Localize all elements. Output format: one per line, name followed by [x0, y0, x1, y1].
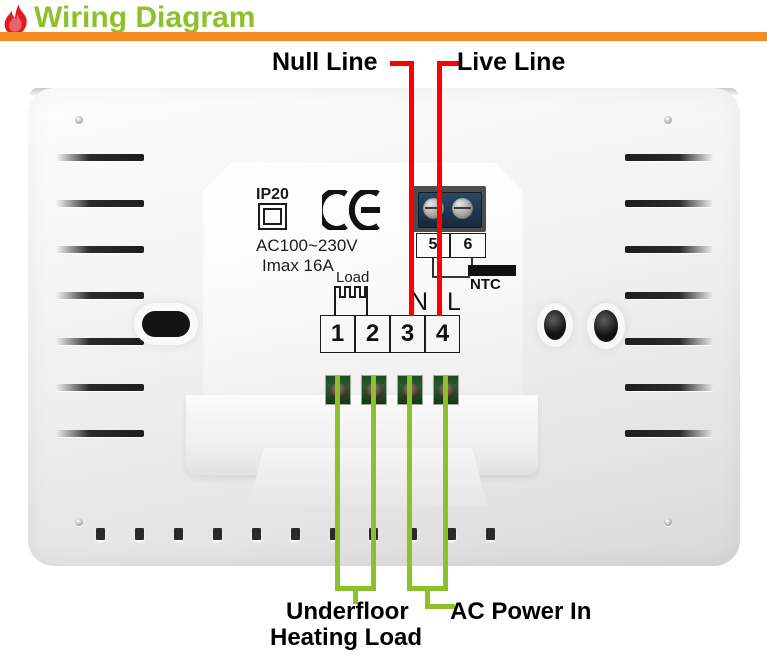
thermistor-icon	[468, 265, 516, 276]
null-line-callout-label: Null Line	[272, 48, 378, 76]
screw-hole-top-right	[664, 116, 672, 124]
load-bracket-leg-1	[335, 375, 340, 590]
vent-slot-right	[625, 200, 713, 207]
bottom-vent-hole	[252, 528, 261, 540]
mounting-hole-right-outer	[594, 310, 618, 342]
live-line-wire-vertical	[437, 61, 442, 316]
underfloor-callout-line2: Heating Load	[270, 624, 423, 651]
terminal-2: 2	[355, 315, 390, 353]
page-title: Wiring Diagram	[34, 1, 256, 34]
neutral-label: N	[410, 288, 429, 316]
terminal-1: 1	[320, 315, 355, 353]
load-bracket-stem	[353, 586, 358, 604]
ntc-label: NTC	[470, 276, 501, 293]
vent-slot-left	[56, 292, 144, 299]
load-bracket-leg-2	[371, 375, 376, 590]
power-bracket-elbow	[425, 604, 455, 609]
heating-element-icon	[334, 286, 368, 319]
vent-slot-left	[56, 154, 144, 161]
module-skirt	[248, 448, 488, 506]
screw-hole-top-left	[75, 116, 83, 124]
live-line-wire-horizontal	[437, 61, 461, 66]
load-label: Load	[336, 269, 370, 286]
class-II-square-icon	[258, 203, 287, 230]
bottom-vent-hole	[135, 528, 144, 540]
vent-slot-right	[625, 154, 713, 161]
bottom-vent-hole	[486, 528, 495, 540]
live-label: L	[447, 288, 461, 316]
mounting-slot-left	[142, 311, 190, 337]
bottom-vent-hole	[96, 528, 105, 540]
live-line-callout-label: Live Line	[457, 48, 566, 76]
ip-rating-label: IP20	[256, 186, 289, 203]
ce-mark-icon	[322, 190, 380, 230]
terminal-screw-6	[452, 198, 473, 219]
power-bracket-leg-3	[407, 375, 412, 590]
power-bracket-stem	[425, 586, 430, 608]
class-II-square-inner-icon	[263, 208, 282, 225]
terminal-3: 3	[390, 315, 425, 353]
terminal-box-6: 6	[450, 233, 486, 258]
screw-hole-bottom-left	[75, 518, 83, 526]
ac-power-callout-label: AC Power In	[450, 598, 592, 625]
vent-slot-right	[625, 384, 713, 391]
screw-hole-bottom-right	[664, 518, 672, 526]
vent-slot-left	[56, 338, 144, 345]
vent-slot-left	[56, 246, 144, 253]
bottom-vent-hole	[291, 528, 300, 540]
current-rating-label: Imax 16A	[262, 256, 334, 275]
voltage-rating-label: AC100~230V	[256, 236, 358, 255]
vent-slot-right	[625, 292, 713, 299]
null-line-wire-horizontal	[390, 61, 414, 66]
null-line-wire-vertical	[409, 61, 414, 316]
bottom-vent-hole	[330, 528, 339, 540]
bottom-vent-hole	[174, 528, 183, 540]
bottom-vent-hole	[213, 528, 222, 540]
terminal-4: 4	[425, 315, 460, 353]
vent-slot-right	[625, 430, 713, 437]
vent-slot-left	[56, 200, 144, 207]
flame-icon	[4, 4, 27, 35]
vent-slot-left	[56, 430, 144, 437]
underfloor-callout-line1: Underfloor	[286, 598, 409, 625]
vent-slot-right	[625, 246, 713, 253]
vent-slot-right	[625, 338, 713, 345]
mounting-hole-right-inner	[544, 310, 566, 340]
header-divider	[0, 32, 767, 41]
terminal-box-5: 5	[416, 233, 450, 258]
bottom-vent-hole	[447, 528, 456, 540]
vent-slot-left	[56, 384, 144, 391]
power-bracket-leg-4	[443, 375, 448, 590]
page-header: Wiring Diagram	[0, 0, 767, 41]
bottom-vent-hole	[408, 528, 417, 540]
